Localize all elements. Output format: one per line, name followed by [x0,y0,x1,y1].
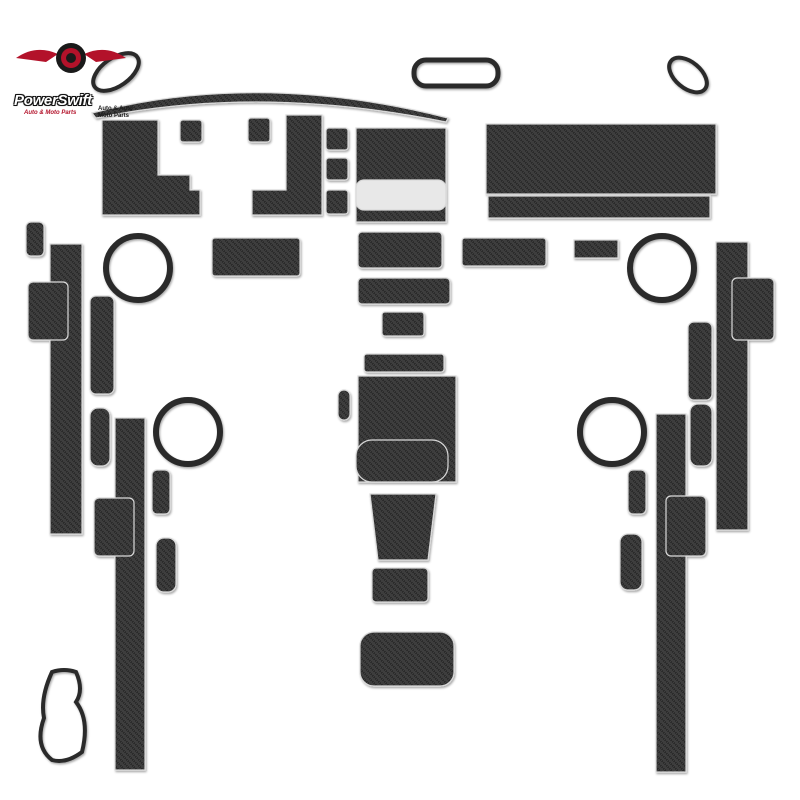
radio-bezel [355,179,447,211]
door-handle-left [89,295,115,395]
dash-panel-right [485,123,717,195]
trim-oval-left [91,51,141,93]
window-switch-left-1 [27,281,69,341]
brand-tagline: Auto & Moto Parts [24,110,77,116]
trim-oval-right [667,55,709,95]
small-trim-right-3 [619,533,643,591]
knob-tile-1 [325,157,349,181]
door-strip-right-inner [655,413,687,773]
knob-tile-2 [325,189,349,215]
small-tile [381,311,425,337]
dash-top-strip [90,92,449,123]
knob-tile-3 [325,127,349,151]
cupholder-lower [359,631,455,687]
dash-panel-center-left [251,114,323,216]
door-strip-left-inner [114,417,146,771]
cupholder-middle [371,567,429,603]
small-trim-right-2 [627,469,647,515]
small-oval-center [337,389,351,421]
window-switch-left-2 [93,497,135,557]
vent-square-1 [179,119,203,143]
cupholder-outline-left [38,668,87,763]
headlight-panel [211,237,301,277]
cupholder-upper [355,439,449,483]
brand-logo: PowerSwift Auto & Moto Parts Auto & Auto… [6,36,136,119]
vent-square-2 [247,117,271,143]
brand-name: PowerSwift [14,92,92,109]
winged-steering-wheel-icon [16,43,126,73]
dash-panel-left [101,119,201,216]
dash-strip-right [487,195,711,219]
vent-ring-4 [577,397,647,467]
vent-ring-2 [627,233,697,303]
small-trim-left-3 [155,537,177,593]
tiny-trim-left [25,221,45,257]
shifter-trim [363,353,445,373]
door-handle-right [687,321,713,401]
small-trim-left-2 [151,469,171,515]
window-switch-right-2 [665,495,707,557]
brand-side-text: Auto & Auto Moto Parts [98,106,133,119]
vent-ring-3 [153,397,223,467]
mirror-trim [411,57,501,89]
small-trim-left-1 [89,407,111,467]
console-lower [369,493,437,561]
small-trim-right-1 [689,403,713,467]
climate-control-right [461,237,547,267]
climate-panel [357,231,443,269]
window-switch-right-1 [731,277,775,341]
small-strip-right [573,239,619,259]
switch-panel [357,277,451,305]
vent-ring-1 [103,233,173,303]
